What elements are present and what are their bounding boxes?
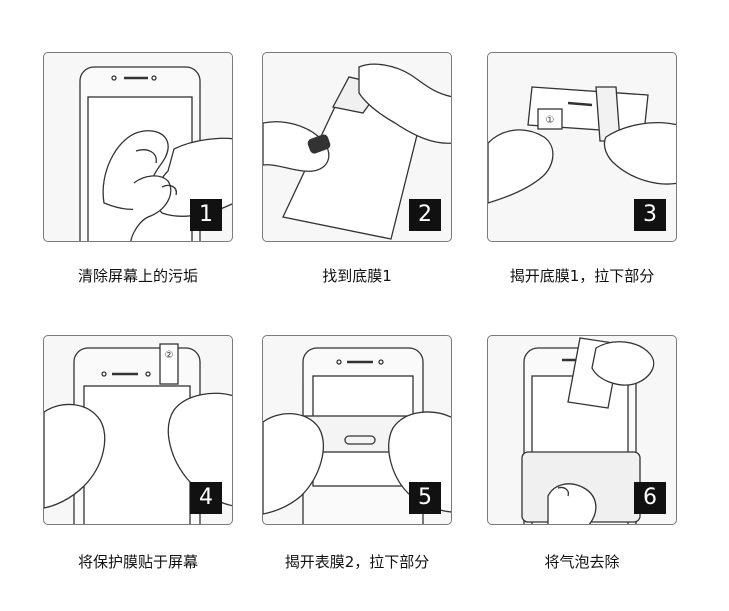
- step-5-panel: 5: [262, 335, 452, 525]
- step-2-caption: 找到底膜1: [322, 267, 392, 285]
- apply-film-illustration: ②: [44, 343, 232, 524]
- peel-film-1-illustration: ①: [488, 86, 676, 204]
- find-film-illustration: [263, 63, 451, 240]
- step-3-panel: ① 3: [487, 52, 677, 242]
- remove-bubbles-illustration: [521, 337, 655, 524]
- step-number-badge: 6: [634, 482, 666, 514]
- film-2-label: ②: [165, 350, 174, 361]
- step-1-caption: 清除屏幕上的污垢: [77, 267, 198, 285]
- step-4-panel: ② 4: [43, 335, 233, 525]
- step-3-caption: 揭开底膜1，拉下部分: [509, 267, 655, 285]
- step-6-caption: 将气泡去除: [544, 553, 620, 571]
- step-number-badge: 2: [409, 199, 441, 231]
- step-6-panel: 6: [487, 335, 677, 525]
- step-1-panel: 1: [43, 52, 233, 242]
- film-1-label: ①: [546, 115, 555, 126]
- step-number-badge: 3: [634, 199, 666, 231]
- step-4-caption: 将保护膜贴于屏幕: [77, 553, 198, 571]
- peel-film-2-illustration: [263, 347, 451, 524]
- step-number-badge: 5: [409, 482, 441, 514]
- step-number-badge: 1: [190, 199, 222, 231]
- step-number-badge: 4: [190, 482, 222, 514]
- step-2-panel: 2: [262, 52, 452, 242]
- step-5-caption: 揭开表膜2，拉下部分: [284, 553, 430, 571]
- phone-cleaning-illustration: [79, 66, 232, 241]
